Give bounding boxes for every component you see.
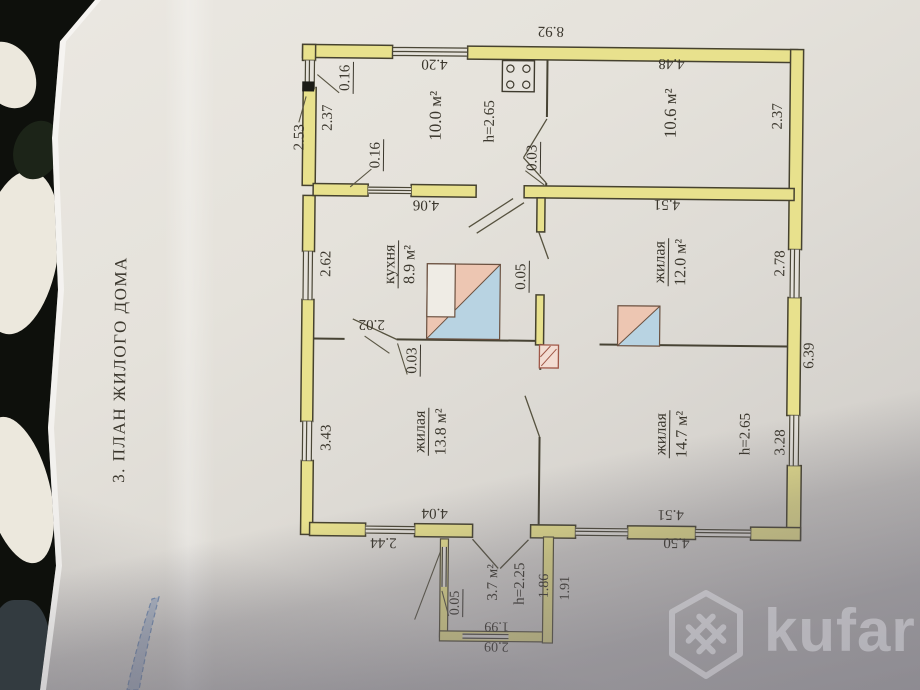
- room-area-label: 10.6 м²: [661, 88, 681, 138]
- fabric-pattern: [0, 31, 48, 119]
- dimension-underline: [427, 407, 430, 456]
- room-stove-symbol: [616, 305, 661, 347]
- dimension-label: 2.78: [772, 250, 788, 276]
- dimension-label: 4.06: [412, 197, 439, 213]
- dimension-label: 2.02: [359, 316, 385, 332]
- room-name-label: жилая: [652, 412, 669, 456]
- plan-title: 3. ПЛАН ЖИЛОГО ДОМА: [109, 256, 130, 483]
- dimension-label: 2.37: [770, 103, 786, 130]
- dimension-label: 1.86: [537, 574, 552, 599]
- dimension-label: 0.16: [337, 64, 353, 91]
- chimney-flue-symbol: [538, 344, 560, 369]
- dimension-label: 3.28: [772, 429, 788, 455]
- dimension-label: h=2.65: [482, 100, 498, 142]
- room-area-label: 10.0 м²: [426, 91, 446, 141]
- room-name-label: жилая: [651, 240, 668, 284]
- dimension-label: 1.91: [558, 576, 573, 601]
- exterior-walls-group: [299, 43, 805, 542]
- dimension-label: h=2.25: [512, 563, 528, 605]
- dimension-label: 2.09: [484, 638, 509, 653]
- dimension-underline: [397, 240, 400, 289]
- dimension-underline: [668, 410, 671, 459]
- room-name-label: жилая: [411, 410, 428, 454]
- room-area-label: 12.0 м²: [672, 239, 689, 286]
- dimension-label: 4.51: [658, 506, 684, 522]
- room-area-label: 8.9 м²: [401, 245, 418, 284]
- dimension-label: 4.04: [421, 505, 448, 521]
- dimension-label: 8.92: [538, 23, 564, 39]
- dimension-label: 1.99: [484, 618, 509, 633]
- dimension-label: 0.16: [367, 141, 383, 168]
- dimension-label: 2.37: [320, 104, 336, 131]
- room-area-label: 3.7 м²: [485, 564, 501, 601]
- dimension-label: 0.05: [448, 591, 463, 616]
- dimension-label: 2.44: [370, 534, 397, 550]
- dimension-label: 2.62: [318, 250, 334, 276]
- partitions-group: [313, 59, 788, 525]
- room-area-label: 14.7 м²: [673, 411, 690, 458]
- dimension-label: 3.43: [318, 424, 334, 450]
- dimension-label: h=2.65: [737, 413, 753, 455]
- dimension-label: 4.51: [654, 196, 680, 212]
- room-name-label: кухня: [381, 244, 398, 284]
- dimension-label: 4.20: [421, 56, 447, 72]
- dimension-label: 0.03: [524, 145, 540, 171]
- kitchen-stove-symbol: [425, 263, 501, 341]
- dimension-label: 4.50: [663, 534, 689, 550]
- dimension-underline: [667, 238, 670, 287]
- gas-stove-icon: [501, 59, 536, 93]
- dimension-label: 2.53: [292, 124, 308, 150]
- dimension-label: 6.39: [801, 343, 817, 369]
- dimension-label: 0.05: [513, 263, 529, 289]
- room-area-label: 13.8 м²: [432, 408, 449, 455]
- dimension-label: 4.48: [658, 55, 684, 71]
- dimension-label: 0.03: [404, 347, 420, 373]
